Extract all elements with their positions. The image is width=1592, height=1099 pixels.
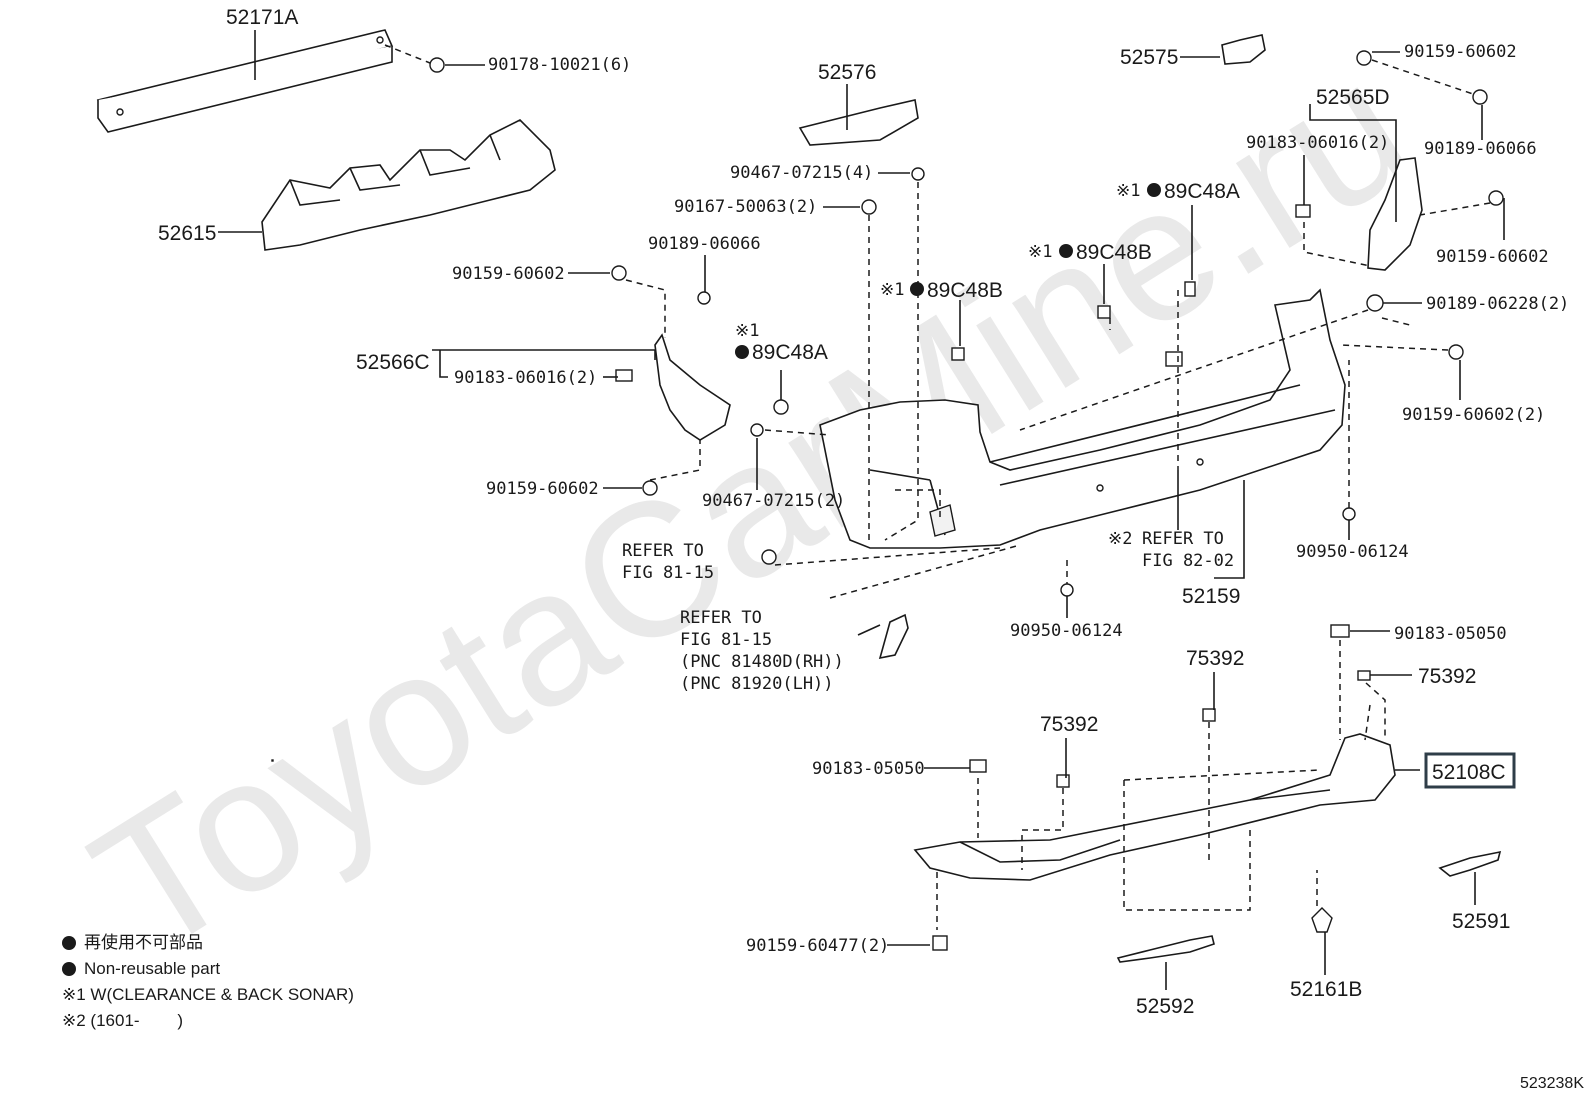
label-52566C: 52566C	[356, 351, 430, 374]
note1-mark: ※1	[1028, 242, 1052, 262]
non-reusable-dot	[1059, 244, 1073, 258]
highlight-box-52108C	[1424, 752, 1516, 789]
bullet-icon	[62, 936, 76, 950]
reinforcement-beam-drawing	[96, 29, 394, 133]
label-52159: 52159	[1182, 585, 1240, 608]
label-89C48B-mid: 89C48B	[927, 279, 1003, 302]
label-90467-07215-4: 90467-07215(4)	[730, 163, 873, 183]
legend-row-note2: ※2 (1601- )	[62, 1008, 354, 1034]
leader-lines	[218, 30, 1505, 990]
label-90167-50063: 90167-50063(2)	[674, 197, 817, 217]
label-90159-60602-bottom-left: 90159-60602	[486, 479, 599, 499]
label-90159-60602-top-right: 90159-60602	[1404, 42, 1517, 62]
refer-fig-81-15-b-line4: (PNC 81920(LH))	[680, 674, 834, 694]
refer-fig-81-15-b-line1: REFER TO	[680, 608, 762, 628]
legend-note1: ※1 W(CLEARANCE & BACK SONAR)	[62, 985, 354, 1004]
label-90183-06016-left: 90183-06016(2)	[454, 368, 597, 388]
bracket-52576-drawing	[798, 99, 919, 146]
energy-absorber-drawing	[261, 119, 556, 251]
label-52591: 52591	[1452, 910, 1510, 933]
label-52575: 52575	[1120, 46, 1178, 69]
legend-row-note1: ※1 W(CLEARANCE & BACK SONAR)	[62, 982, 354, 1008]
legend-note2: ※2 (1601- )	[62, 1011, 184, 1030]
refer-fig-82-02-line1: REFER TO	[1142, 529, 1224, 549]
label-90189-06066-right: 90189-06066	[1424, 139, 1537, 159]
legend-row-non-reusable-en: Non-reusable part	[62, 956, 354, 982]
non-reusable-dot	[735, 345, 749, 359]
label-89C48A-left: 89C48A	[752, 341, 828, 364]
non-reusable-dot	[910, 282, 924, 296]
refer-fig-81-15-a-line1: REFER TO	[622, 541, 704, 561]
label-90183-05050-left: 90183-05050	[812, 759, 925, 779]
refer-fig-81-15-a-line2: FIG 81-15	[622, 563, 714, 583]
label-90159-60477: 90159-60477(2)	[746, 936, 889, 956]
label-75392-a: 75392	[1186, 647, 1244, 670]
legend-row-non-reusable-jp: 再使用不可部品	[62, 930, 354, 956]
non-reusable-dot	[1147, 183, 1161, 197]
bullet-icon	[62, 962, 76, 976]
reflector-drawing	[878, 613, 909, 660]
label-52161B: 52161B	[1290, 978, 1362, 1001]
refer-fig-81-15-b-line3: (PNC 81480D(RH))	[680, 652, 844, 672]
refer-fig-81-15-b-line2: FIG 81-15	[680, 630, 772, 650]
legend: 再使用不可部品 Non-reusable part ※1 W(CLEARANCE…	[62, 930, 354, 1034]
label-52592: 52592	[1136, 995, 1194, 1018]
label-52565D: 52565D	[1316, 86, 1390, 109]
label-75392-b: 75392	[1418, 665, 1476, 688]
moulding-52591-drawing	[1438, 850, 1502, 877]
label-90159-60602-right: 90159-60602	[1436, 247, 1549, 267]
label-90183-06016-right: 90183-06016(2)	[1246, 133, 1389, 153]
label-89C48A-top: 89C48A	[1164, 180, 1240, 203]
label-89C48B-top: 89C48B	[1076, 241, 1152, 264]
lower-spoiler-drawing	[913, 733, 1396, 881]
label-90183-05050-right: 90183-05050	[1394, 624, 1507, 644]
label-90189-06066-left: 90189-06066	[648, 234, 761, 254]
label-52171A: 52171A	[226, 6, 298, 29]
label-75392-c: 75392	[1040, 713, 1098, 736]
label-90159-60602-2-right: 90159-60602(2)	[1402, 405, 1545, 425]
bumper-cover-drawing	[819, 288, 1346, 549]
label-90159-60602-left: 90159-60602	[452, 264, 565, 284]
label-90467-07215-2: 90467-07215(2)	[702, 491, 845, 511]
label-90950-06124-center: 90950-06124	[1010, 621, 1123, 641]
legend-non-reusable-jp: 再使用不可部品	[84, 933, 203, 952]
bracket-52565D-drawing	[1367, 157, 1423, 271]
label-90178-10021: 90178-10021(6)	[488, 55, 631, 75]
label-52615: 52615	[158, 222, 216, 245]
label-52108C: 52108C	[1432, 761, 1506, 784]
label-90950-06124-right: 90950-06124	[1296, 542, 1409, 562]
note2-mark: ※2	[1108, 529, 1132, 549]
note1-mark: ※1	[880, 280, 904, 300]
label-90189-06228: 90189-06228(2)	[1426, 294, 1569, 314]
label-52576: 52576	[818, 61, 876, 84]
note1-mark: ※1	[735, 321, 759, 341]
bracket-52566C-drawing	[654, 333, 731, 441]
note1-mark: ※1	[1116, 181, 1140, 201]
refer-fig-82-02-line2: FIG 82-02	[1142, 551, 1234, 571]
legend-non-reusable-en: Non-reusable part	[84, 959, 221, 978]
moulding-52592-drawing	[1116, 935, 1215, 963]
figure-id: 523238K	[1519, 1075, 1584, 1092]
bracket-52575-drawing	[1221, 34, 1266, 65]
